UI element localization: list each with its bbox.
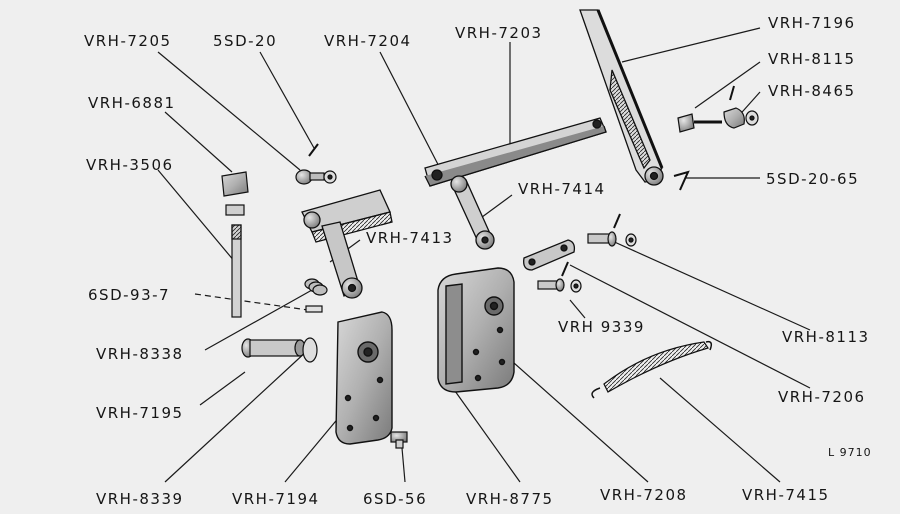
leader-vrh-7196	[621, 27, 761, 63]
label-5sd-20: 5SD-20	[213, 32, 278, 50]
label-6sd-93-7: 6SD-93-7	[88, 286, 171, 304]
leader-lines	[157, 27, 811, 483]
leader-vrh-8338	[204, 289, 313, 351]
label-vrh-8115: VRH-8115	[768, 50, 856, 68]
part-vrh-8338-spring	[304, 278, 328, 313]
leader-vrh-8339	[164, 349, 309, 483]
label-vrh-3506: VRH-3506	[86, 156, 174, 174]
part-vrh-9339-pin	[537, 261, 582, 293]
part-vrh-7413-arm	[301, 189, 393, 299]
leader-vrh-3506	[157, 169, 236, 263]
leader-vrh-7206	[569, 264, 811, 389]
part-vrh-7206-link	[523, 239, 576, 271]
part-vrh-8113-pin	[587, 213, 637, 247]
label-vrh-7208: VRH-7208	[600, 486, 688, 504]
leader-vrh-7205	[157, 51, 301, 171]
part-vrh-7196-lever	[579, 9, 664, 186]
label-vrh-7205: VRH-7205	[84, 32, 172, 50]
label-vrh-8339: VRH-8339	[96, 490, 184, 508]
leader-vrh-7204	[379, 51, 446, 179]
label-vrh-7203: VRH-7203	[455, 24, 543, 42]
leader-vrh-7195	[199, 371, 246, 406]
leader-6sd-93-7	[194, 293, 309, 311]
part-vrh-7414-lever	[450, 175, 495, 250]
part-6sd-56-bolt	[390, 431, 408, 449]
part-vrh-8775-housing	[437, 267, 515, 393]
leader-vrh-9339	[569, 299, 586, 319]
label-6sd-56: 6SD-56	[363, 490, 428, 508]
leader-vrh-8775	[449, 383, 521, 483]
label-vrh-7414: VRH-7414	[518, 180, 606, 198]
label-vrh-8338: VRH-8338	[96, 345, 184, 363]
part-5sd-20-65-pin	[673, 170, 690, 191]
label-vrh-8113: VRH-8113	[782, 328, 870, 346]
label-vrh-9339: VRH 9339	[558, 318, 645, 336]
leader-5sd-20	[259, 51, 315, 149]
label-vrh-6881: VRH-6881	[88, 94, 176, 112]
leader-vrh-7208	[504, 354, 649, 483]
part-vrh-7194-housing	[335, 311, 393, 445]
leader-vrh-6881	[164, 111, 233, 173]
leader-vrh-7415	[659, 377, 781, 483]
part-vrh-7203-link	[424, 117, 607, 187]
part-vrh-7195-shaft	[241, 337, 318, 363]
label-vrh-7413: VRH-7413	[366, 229, 454, 247]
label-vrh-7196: VRH-7196	[768, 14, 856, 32]
label-vrh-7204: VRH-7204	[324, 32, 412, 50]
label-vrh-7206: VRH-7206	[778, 388, 866, 406]
label-vrh-8465: VRH-8465	[768, 82, 856, 100]
label-vrh-8775: VRH-8775	[466, 490, 554, 508]
part-vrh-6881-nut	[221, 171, 249, 216]
part-vrh-7205-screw	[295, 143, 337, 185]
part-vrh-7415-spring	[591, 340, 713, 399]
label-vrh-7415: VRH-7415	[742, 486, 830, 504]
leader-vrh-8115	[694, 61, 761, 109]
label-5sd-20-65: 5SD-20-65	[766, 170, 860, 188]
label-vrh-7194: VRH-7194	[232, 490, 320, 508]
leader-vrh-8113	[609, 239, 811, 331]
part-vrh-3506-rod	[231, 224, 242, 318]
leader-vrh-7194	[284, 409, 346, 483]
part-vrh-8115-bolt	[677, 85, 759, 133]
label-vrh-7195: VRH-7195	[96, 404, 184, 422]
label-drawing-ref: L 9710	[828, 446, 872, 459]
leader-6sd-56	[401, 447, 406, 483]
leader-vrh-7414	[477, 194, 513, 221]
